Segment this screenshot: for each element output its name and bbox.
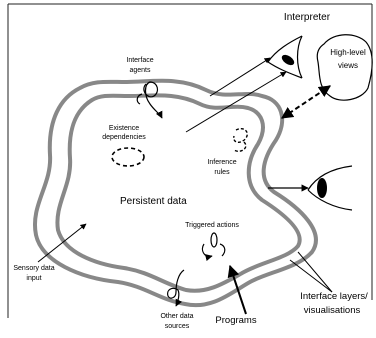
interface-layers-label-line2: visualisations (304, 305, 361, 316)
right-eye-icon (307, 165, 353, 211)
interface-agents-label-line1: Interface (126, 57, 153, 64)
triggered-actions-right-curve (219, 243, 226, 257)
interface-agents-left-arc (136, 93, 143, 105)
interpreter-label: Interpreter (284, 12, 331, 23)
existence-dependencies-label-line1: Existence (109, 125, 139, 132)
existence-dependencies-label-line2: dependencies (102, 134, 146, 141)
interface-agents-label-line2: agents (129, 67, 151, 74)
arrow-sensory-data-input (37, 223, 87, 263)
other-data-sources-label-line2: sources (165, 323, 190, 330)
high-level-views-cloud (316, 34, 373, 101)
inference-rules-loop-icon (233, 128, 248, 152)
interface-agents-loop-icon (143, 81, 163, 119)
arrow-high-level-views (281, 85, 331, 119)
inference-rules-label-line2: rules (214, 169, 230, 176)
arrow-to-interpreter-2 (185, 71, 287, 133)
triggered-actions-oval (210, 232, 218, 248)
persistent-data-label: Persistent data (120, 196, 187, 207)
existence-dependencies-ellipse (111, 147, 145, 167)
other-data-sources-loop-icon (167, 269, 185, 307)
interpreter-eye-icon (267, 35, 303, 79)
arrow-interface-layers-1 (297, 251, 333, 293)
other-data-sources-label-line1: Other data (160, 313, 193, 320)
arrow-programs (227, 264, 247, 315)
high-level-views-label-line2: views (338, 61, 358, 70)
sensory-data-input-label-line2: input (26, 275, 41, 282)
triggered-actions-label: Triggered actions (185, 222, 239, 229)
sensory-data-input-label-line1: Sensory data (13, 265, 54, 272)
arrow-to-interpreter-1 (209, 57, 271, 97)
high-level-views-label-line1: High-level (330, 48, 366, 57)
inference-rules-label-line1: Inference (207, 159, 236, 166)
outer-interface-layer (32, 78, 318, 308)
programs-label: Programs (215, 315, 256, 326)
interface-layers-label-line1: Interface layers/ (300, 291, 368, 302)
triggered-actions-left-arrow (201, 243, 213, 262)
arrow-interface-layers-2 (289, 259, 333, 293)
inner-interface-layer (55, 93, 302, 293)
